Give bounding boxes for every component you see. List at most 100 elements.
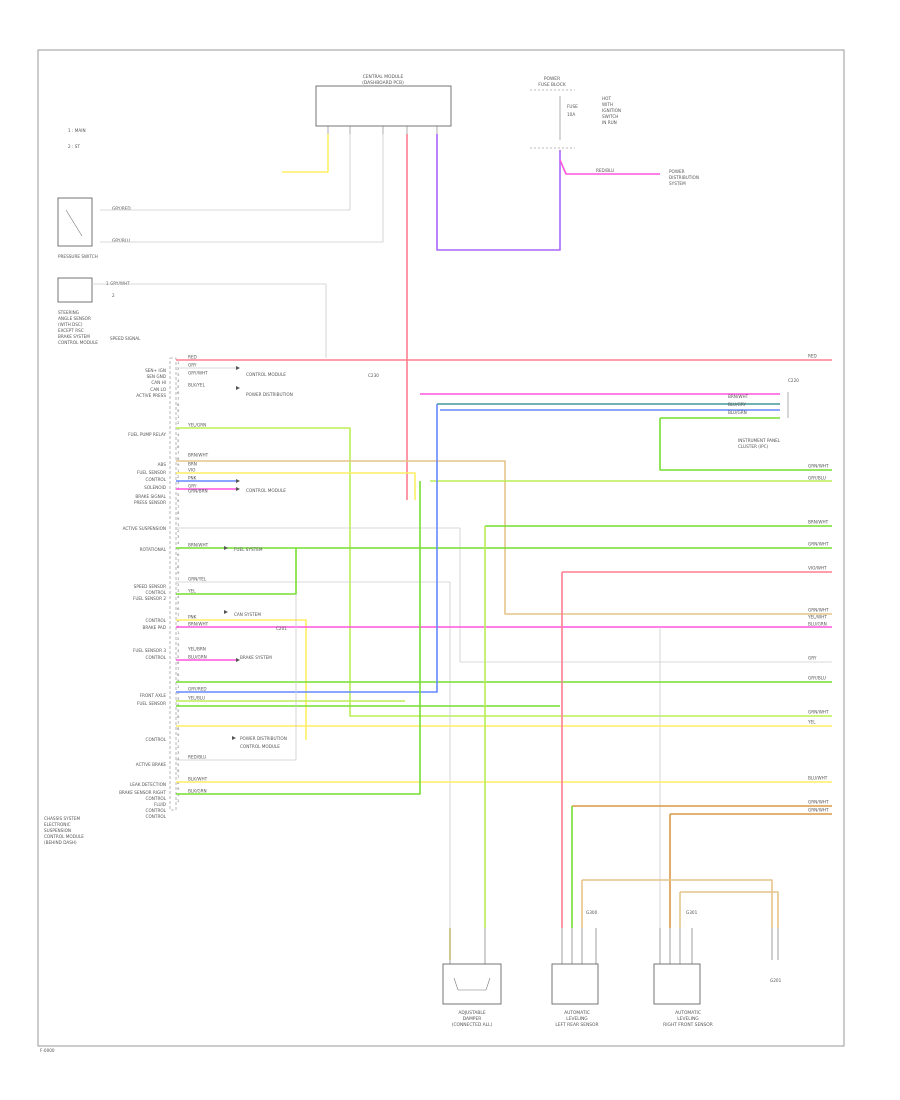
right-wire-tag: GRN/WHT: [808, 542, 829, 547]
right-wire-tag: VIO/WHT: [808, 566, 827, 571]
wire: [659, 418, 832, 471]
pin-number: 8: [177, 672, 180, 677]
wire-tag: RED: [188, 355, 197, 360]
pressure-wire-2: GRY/BLU: [112, 238, 130, 243]
dest-text-4: FUEL SYSTEM: [234, 547, 263, 552]
wire: [92, 283, 327, 358]
pin-number: 8: [177, 510, 180, 515]
right-wire-tag: BLU/WHT: [808, 776, 828, 781]
pin-number: 4: [177, 756, 180, 761]
pin-label: BRAKE SIGNAL: [135, 494, 166, 499]
fuse-desc-4: SWITCH: [602, 114, 618, 119]
pin-label: SPEED SENSOR: [134, 584, 166, 589]
right-module-wire-3: BLU/GRN: [728, 410, 747, 415]
sensor-box: 1 GRY/WHT 2 STEERING ANGLE SENSOR (WITH …: [57, 277, 130, 345]
wire-tag: YEL/BRN: [187, 647, 206, 652]
left-note-1: SPEED SIGNAL: [110, 336, 141, 341]
dest-text-8: CONTROL MODULE: [240, 744, 280, 749]
right-wire-tag: GRN/WHT: [808, 464, 829, 469]
diagram-frame: [37, 49, 845, 1047]
arrow-icon: [236, 479, 240, 483]
pin-label: CONTROL: [146, 814, 167, 819]
pin-number: 9: [177, 732, 180, 737]
pin-number: 7: [177, 612, 180, 617]
pin-number: 4: [177, 540, 180, 545]
pin-label: FRONT AXLE: [140, 693, 167, 698]
sensor-line-2: ANGLE SENSOR: [58, 316, 91, 321]
dest-text-2: POWER DISTRIBUTION: [246, 392, 293, 397]
pin-number: 9: [177, 516, 180, 521]
wire-tag: BLK/YEL: [188, 383, 206, 388]
pin-number: 7: [177, 504, 180, 509]
wire-tag: PNK: [188, 615, 197, 620]
pin-number: 3: [177, 372, 180, 377]
pin-label: CONTROL: [146, 808, 167, 813]
footer-code: F-0000: [40, 1048, 55, 1053]
bottom-component-damper: ADJUSTABLE DAMPER (CONNECTED ALL): [442, 963, 502, 1028]
damper-line-3: (CONNECTED ALL): [452, 1022, 493, 1028]
pin-number: 3: [177, 642, 180, 647]
top-module-box: [315, 85, 452, 127]
arrow-icon: [236, 487, 240, 491]
pin-label: FUEL PUMP RELAY: [128, 432, 166, 437]
module-title-4: CONTROL MODULE: [44, 834, 84, 839]
sensor-line-4: EXCEPT RSC: [58, 328, 84, 333]
right-wire-tag: YEL: [807, 720, 816, 725]
wire-tag: BRN/WHT: [188, 453, 209, 458]
pin-label: CONTROL: [146, 655, 167, 660]
pin-label: CONTROL: [146, 737, 167, 742]
pin-number: 6: [177, 390, 180, 395]
wire: [559, 159, 660, 175]
right-wire-tag: GRY: [808, 656, 817, 661]
pin-number: 8: [177, 456, 180, 461]
pin-number: 5: [177, 654, 180, 659]
bottom-component-left-rear-sensor: AUTOMATIC LEVELING LEFT REAR SENSOR: [551, 963, 599, 1028]
pin-number: 2: [177, 420, 180, 425]
ground-label: G201: [770, 978, 782, 983]
pin-number: 3: [177, 750, 180, 755]
wire-tag: RED/BLU: [188, 755, 206, 760]
fuse-block: POWER FUSE BLOCK FUSE 10A HOT WITH IGNIT…: [530, 76, 699, 186]
right-wire-tag: GRN/WHT: [808, 608, 829, 613]
pin-number: 6: [177, 444, 180, 449]
wire: [176, 594, 297, 761]
pin-number: 1: [177, 576, 180, 581]
arrow-icon: [224, 610, 228, 614]
pin-number: 4: [177, 648, 180, 653]
lr-sensor-line-1: AUTOMATIC: [564, 1010, 590, 1016]
wire-layer: [92, 134, 832, 964]
sensor-line-3: (WITH DSC): [58, 322, 83, 327]
pin-number: 2: [177, 582, 180, 587]
pin-number: 3: [177, 534, 180, 539]
dest-text-6: BRAKE SYSTEM: [240, 655, 272, 660]
wire: [176, 619, 307, 740]
top-module-title-2: (DASHBOARD PCB): [362, 80, 404, 86]
pin-label: CONTROL: [146, 618, 167, 623]
right-module-connector: C220: [788, 378, 799, 383]
right-wire-tag: GRY/BLU: [808, 676, 826, 681]
pin-number: 7: [177, 558, 180, 563]
fuse-note-2: 10A: [567, 112, 575, 117]
pin-label: FUEL SENSOR: [137, 701, 166, 706]
pin-number: 1: [177, 522, 180, 527]
pin-number: 6: [177, 660, 180, 665]
pin-number: 5: [177, 492, 180, 497]
wire-tag: YEL/BLU: [187, 696, 205, 701]
pin-number: 4: [177, 594, 180, 599]
pressure-wire-1: GRY/RED: [112, 206, 131, 211]
pin-number: 5: [177, 384, 180, 389]
fuse-title-1: POWER: [544, 76, 560, 82]
arrow-icon: [224, 546, 228, 550]
arrow-icon: [236, 366, 240, 370]
rf-sensor-line-2: LEVELING: [677, 1016, 699, 1022]
pin-number: 2: [177, 366, 180, 371]
dest-text-1: CONTROL MODULE: [246, 372, 286, 377]
pin-number: 5: [177, 438, 180, 443]
fuse-dest-1: POWER: [669, 169, 685, 174]
pin-number: 1: [177, 468, 180, 473]
pin-number: 6: [177, 498, 180, 503]
sensor-line-1: STEERING: [58, 310, 79, 315]
note-c201: C201: [276, 626, 287, 631]
right-module: C220 BRN/WHT BLU/GRY BLU/GRN INSTRUMENT …: [728, 378, 799, 449]
pin-number: 3: [177, 588, 180, 593]
